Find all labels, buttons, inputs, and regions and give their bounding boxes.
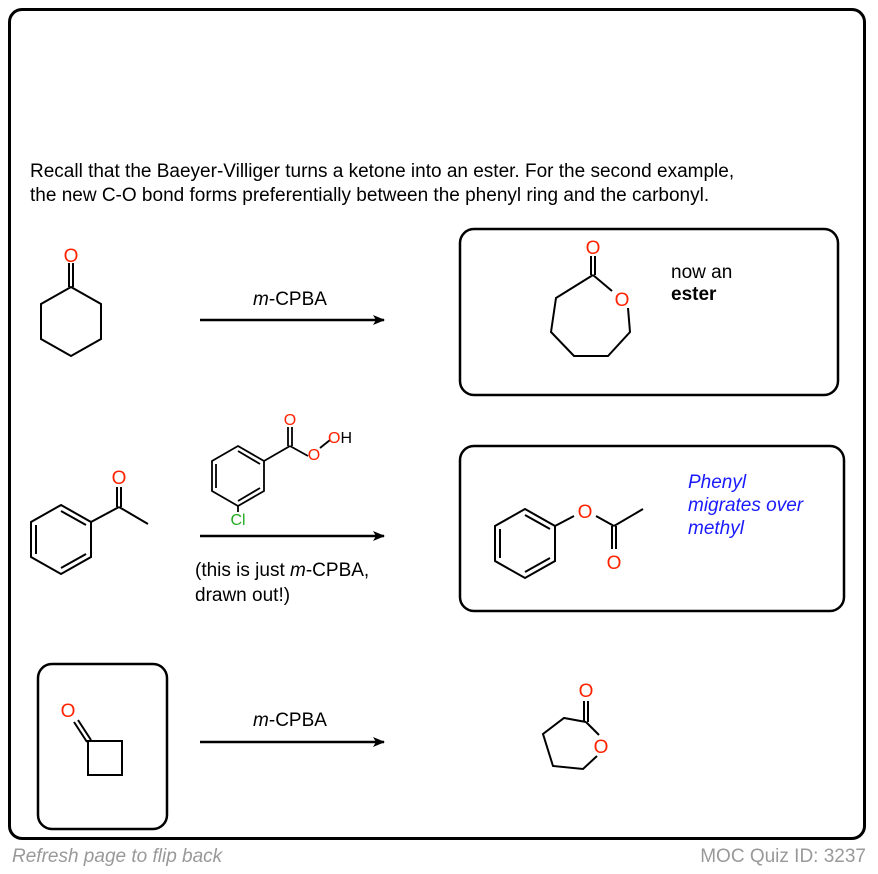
oxygen-label: O bbox=[284, 412, 296, 429]
oxygen-label: O bbox=[594, 737, 609, 758]
reagent-label-3: m-CPBA bbox=[253, 710, 327, 731]
oxygen-label: O bbox=[308, 447, 320, 464]
note-line: migrates over bbox=[688, 495, 804, 516]
chlorine-label: Cl bbox=[230, 512, 245, 529]
oxygen-label: O bbox=[607, 553, 622, 574]
note-phenyl-migrates: Phenyl migrates over methyl bbox=[688, 471, 848, 540]
oxygen-label: O bbox=[615, 290, 630, 311]
intro-line-1: Recall that the Baeyer-Villiger turns a … bbox=[30, 161, 735, 182]
note-line: Phenyl bbox=[688, 472, 747, 493]
quiz-id: MOC Quiz ID: 3237 bbox=[700, 846, 866, 867]
caption-line-2: drawn out!) bbox=[195, 585, 291, 606]
intro-text: Recall that the Baeyer-Villiger turns a … bbox=[30, 160, 734, 208]
caption-line-1: (this is just m-CPBA, bbox=[195, 560, 370, 581]
note-line: now an bbox=[671, 262, 733, 283]
phenyl-acetate bbox=[494, 507, 644, 580]
cyclohexanone bbox=[40, 263, 102, 358]
intro-line-2: the new C-O bond forms preferentially be… bbox=[30, 185, 710, 206]
oxygen-label: O bbox=[61, 701, 76, 722]
mcpba-structure bbox=[211, 427, 331, 512]
oxygen-label: O bbox=[112, 468, 127, 489]
oxygen-label: O bbox=[586, 238, 601, 259]
reagent-label-1: m-CPBA bbox=[253, 289, 327, 310]
reactant-box-3 bbox=[36, 662, 169, 831]
butyrolactone bbox=[541, 701, 600, 771]
oxygen-label: O bbox=[578, 502, 593, 523]
cyclobutanone bbox=[73, 719, 123, 776]
quiz-card bbox=[8, 8, 866, 840]
mcpba-caption: (this is just m-CPBA, drawn out!) bbox=[195, 558, 425, 608]
hydroxyl-label: OH bbox=[328, 430, 352, 447]
acetophenone bbox=[30, 487, 149, 576]
product-box-2 bbox=[458, 444, 846, 613]
flip-back-link[interactable]: Refresh page to flip back bbox=[12, 846, 223, 867]
product-box-1 bbox=[458, 227, 840, 397]
oxygen-label: O bbox=[579, 681, 594, 702]
note-ester: now an ester bbox=[671, 262, 732, 306]
note-line-bold: ester bbox=[671, 284, 717, 305]
note-line: methyl bbox=[688, 518, 744, 539]
oxygen-label: O bbox=[64, 246, 79, 267]
caprolactone bbox=[549, 256, 632, 357]
